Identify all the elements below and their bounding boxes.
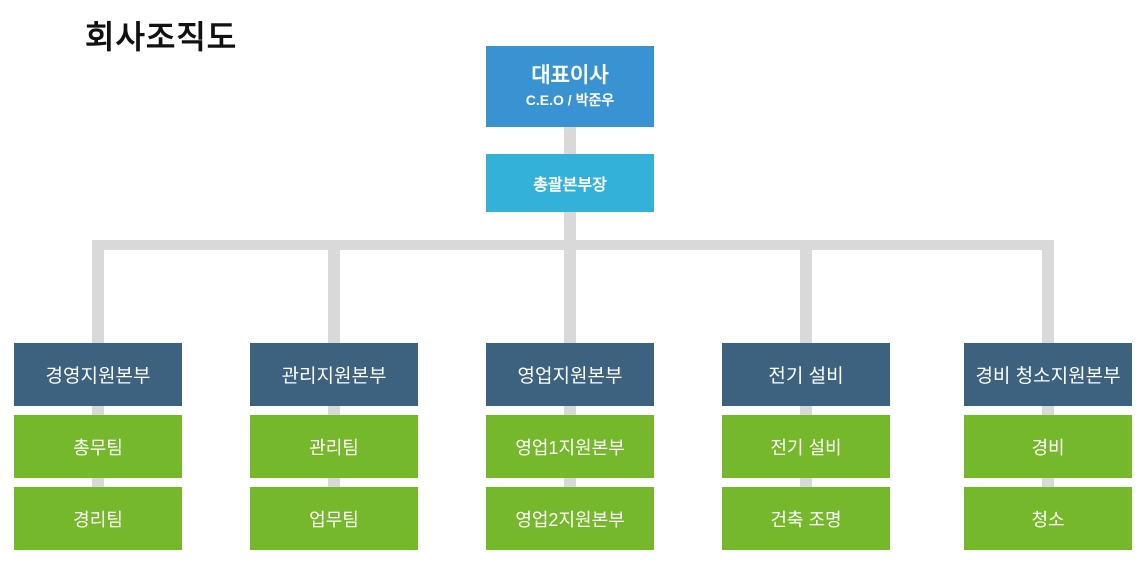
- division-column-4: 전기 설비 전기 설비 건축 조명: [722, 343, 890, 550]
- division-header: 관리지원본부: [250, 343, 418, 406]
- page-title: 회사조직도: [85, 19, 238, 55]
- team-box: 건축 조명: [722, 487, 890, 550]
- team-box: 관리팀: [250, 415, 418, 478]
- connector-stub: [328, 406, 340, 415]
- connector-center-vertical: [564, 212, 576, 343]
- connector-stub: [564, 406, 576, 415]
- team-box: 경비: [964, 415, 1132, 478]
- connector-stub: [800, 406, 812, 415]
- team-box: 경리팀: [14, 487, 182, 550]
- connector-trunk-horizontal: [92, 240, 1054, 250]
- connector-stub: [1042, 406, 1054, 415]
- connector-drop-division-1: [92, 245, 104, 343]
- director-box: 총괄본부장: [486, 154, 654, 212]
- division-column-3: 영업지원본부 영업1지원본부 영업2지원본부: [486, 343, 654, 550]
- division-header: 경비 청소지원본부: [964, 343, 1132, 406]
- ceo-box: 대표이사 C.E.O / 박준우: [486, 46, 654, 127]
- ceo-subtitle: C.E.O / 박준우: [525, 92, 615, 109]
- team-box: 총무팀: [14, 415, 182, 478]
- division-column-2: 관리지원본부 관리팀 업무팀: [250, 343, 418, 550]
- team-box: 영업2지원본부: [486, 487, 654, 550]
- division-column-5: 경비 청소지원본부 경비 청소: [964, 343, 1132, 550]
- division-column-1: 경영지원본부 총무팀 경리팀: [14, 343, 182, 550]
- team-box: 업무팀: [250, 487, 418, 550]
- connector-drop-division-5: [1042, 245, 1054, 343]
- connector-stub: [1042, 478, 1054, 487]
- connector-ceo-director: [564, 127, 576, 154]
- team-box: 전기 설비: [722, 415, 890, 478]
- connector-stub: [92, 478, 104, 487]
- connector-stub: [92, 406, 104, 415]
- connector-stub: [328, 478, 340, 487]
- division-header: 전기 설비: [722, 343, 890, 406]
- connector-stub: [800, 478, 812, 487]
- connector-drop-division-4: [800, 245, 812, 343]
- team-box: 영업1지원본부: [486, 415, 654, 478]
- division-header: 영업지원본부: [486, 343, 654, 406]
- ceo-title: 대표이사: [531, 63, 609, 87]
- division-header: 경영지원본부: [14, 343, 182, 406]
- connector-stub: [564, 478, 576, 487]
- team-box: 청소: [964, 487, 1132, 550]
- connector-drop-division-2: [328, 245, 340, 343]
